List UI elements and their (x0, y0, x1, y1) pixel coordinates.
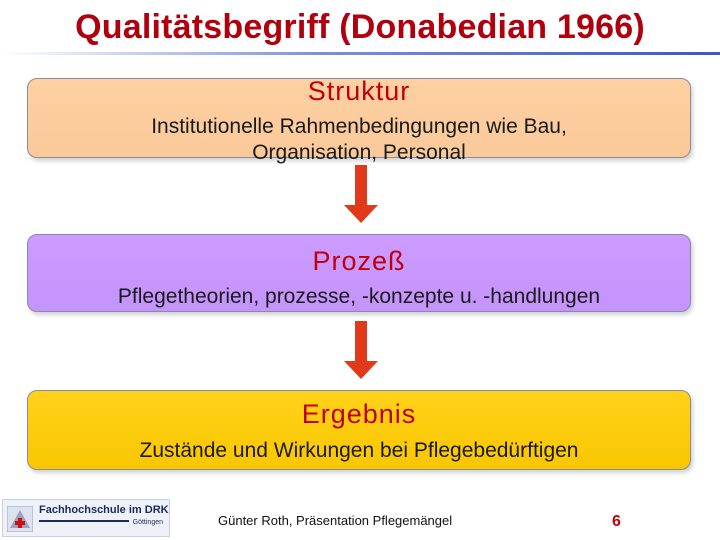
prozess-text-line-1: Pflegetheorien, prozesse, -konzepte u. -… (117, 285, 601, 308)
arrow-down-icon (344, 165, 378, 225)
prozess-box: Prozeß Pflegetheorien, prozesse, -konzep… (27, 234, 691, 312)
institution-logo: Fachhochschule im DRK Göttingen (2, 499, 170, 537)
ergebnis-text-line-1: Zustände und Wirkungen bei Pflegebedürft… (139, 439, 579, 462)
page-title: Qualitätsbegriff (Donabedian 1966) (75, 8, 645, 46)
title-divider (0, 52, 720, 55)
struktur-text-line-1: Institutionelle Rahmenbedingungen wie Ba… (151, 115, 567, 138)
logo-location: Göttingen (132, 519, 163, 526)
ergebnis-heading: Ergebnis (301, 399, 417, 429)
logo-divider (39, 520, 129, 522)
prozess-heading: Prozeß (312, 246, 406, 276)
red-cross-emblem-icon (7, 506, 33, 532)
arrow-down-icon (344, 321, 378, 381)
ergebnis-box: Ergebnis Zustände und Wirkungen bei Pfle… (27, 390, 691, 470)
struktur-heading: Struktur (307, 76, 411, 106)
footer-author: Günter Roth, Präsentation Pflegemängel (218, 513, 453, 528)
struktur-box: Struktur Institutionelle Rahmenbedingung… (27, 76, 691, 164)
page-number: 6 (612, 513, 621, 530)
struktur-text-line-2: Organisation, Personal (252, 141, 466, 164)
logo-name: Fachhochschule im DRK (39, 504, 169, 516)
